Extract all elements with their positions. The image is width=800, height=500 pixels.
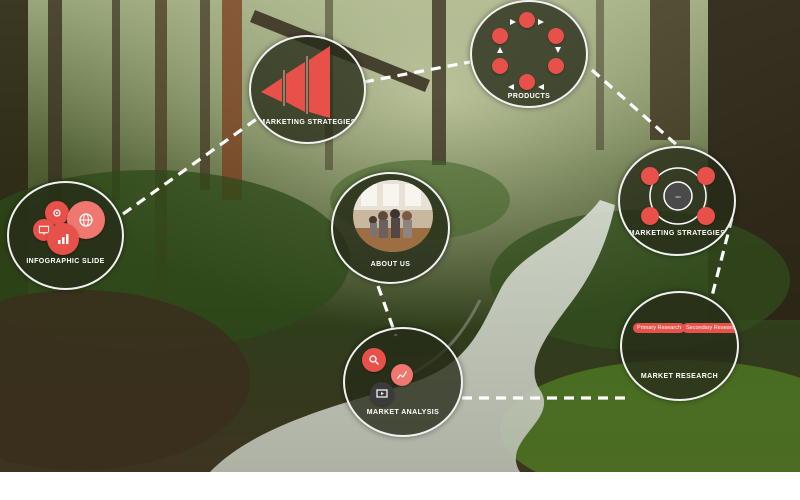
- truck-icon: [548, 58, 564, 74]
- cycle-center-text: ••••: [675, 194, 681, 199]
- cart-icon: [519, 74, 535, 90]
- marketing-strategies-right-label: MARKETING STRATEGIES: [628, 230, 726, 237]
- cycle-icon: [497, 19, 561, 90]
- primary-research-tag: Primary Research: [633, 323, 686, 333]
- brush-icon: [697, 167, 715, 185]
- node-products[interactable]: PRODUCTS: [470, 0, 588, 108]
- team-photo: [353, 180, 433, 252]
- gift-icon: [548, 28, 564, 44]
- globe-icon: [67, 201, 105, 239]
- node-market-research[interactable]: Primary Research Secondary Research MARK…: [620, 291, 739, 401]
- presentation-canvas: INFOGRAPHIC SLIDE MARKETING STRATEGIES: [0, 0, 800, 472]
- chat-icon: [519, 12, 535, 28]
- idea-icon: [492, 28, 508, 44]
- store-icon: [492, 58, 508, 74]
- globe-icon: [697, 207, 715, 225]
- search-icon: [641, 167, 659, 185]
- marketing-strategies-top-label: MARKETING STRATEGIES: [259, 119, 356, 126]
- shield-icon: [641, 207, 659, 225]
- chart-icon: [47, 223, 79, 255]
- search-icon: [362, 348, 386, 372]
- connector-lines: [122, 60, 734, 337]
- connector-aboutus-to-analysis: [376, 285, 398, 337]
- node-infographic-slide[interactable]: INFOGRAPHIC SLIDE: [7, 181, 124, 290]
- market-analysis-label: MARKET ANALYSIS: [366, 409, 440, 416]
- node-market-analysis[interactable]: MARKET ANALYSIS: [343, 327, 463, 437]
- connector-infographic-to-marketing: [122, 116, 259, 216]
- cycle-ring: ••••: [649, 167, 707, 225]
- connector-strategies-to-research: [710, 217, 734, 297]
- node-marketing-strategies-right[interactable]: •••• MARKETING STRATEGIES: [618, 146, 736, 256]
- market-research-label: MARKET RESEARCH: [640, 373, 719, 380]
- chart-icon: [391, 364, 413, 386]
- about-us-label: ABOUT US: [370, 261, 411, 268]
- presentation-icon: [370, 382, 394, 406]
- funnel-icon: [261, 46, 330, 118]
- connector-marketing-to-products: [363, 60, 471, 84]
- products-label: PRODUCTS: [507, 93, 551, 100]
- secondary-research-tag: Secondary Research: [682, 323, 737, 333]
- infographic-slide-label: INFOGRAPHIC SLIDE: [26, 258, 105, 265]
- connector-products-to-strategies: [590, 68, 680, 148]
- node-marketing-strategies-top[interactable]: MARKETING STRATEGIES: [249, 35, 366, 144]
